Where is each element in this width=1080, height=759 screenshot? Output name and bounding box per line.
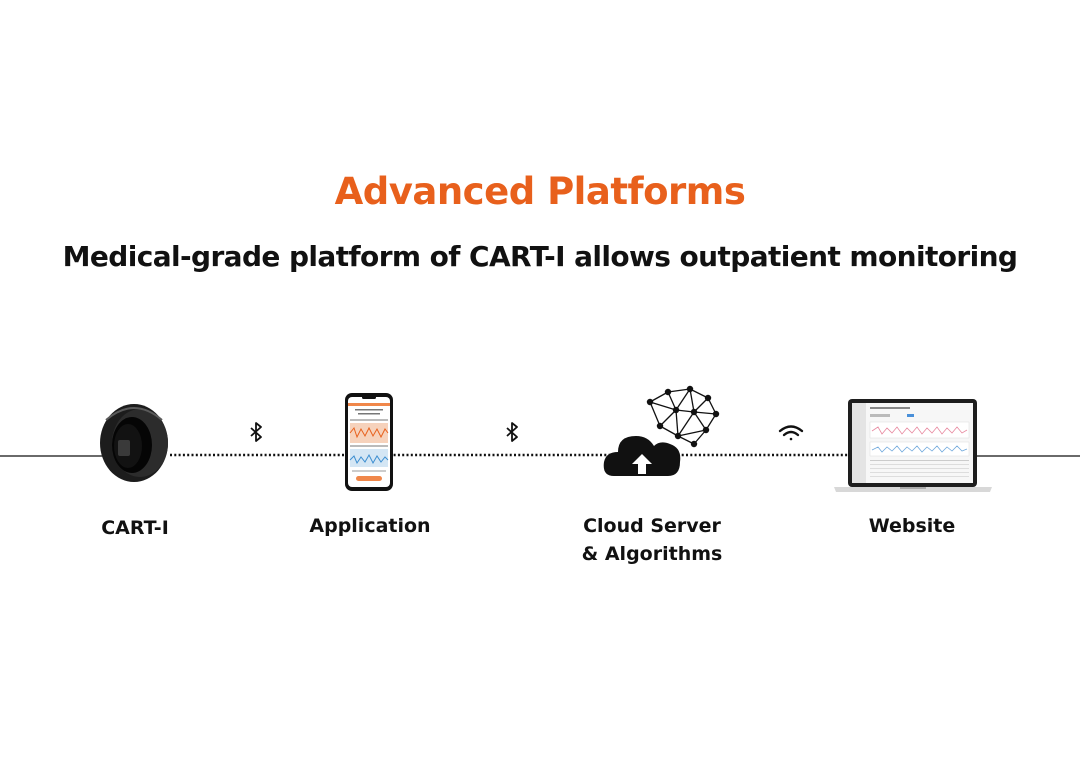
cloud-network-icon [603,385,720,476]
bluetooth-icon [506,422,518,442]
node-label-cloud-line1: Cloud Server [583,515,721,537]
bluetooth-icon [250,422,262,442]
node-label-application: Application [309,515,431,537]
node-label-cloud-line2: & Algorithms [581,543,723,565]
laptop-dashboard-icon [834,399,992,492]
wifi-icon [778,425,804,441]
node-label-website: Website [868,515,956,537]
node-label-cart-i: CART-I [101,517,169,539]
node-label-cloud-server: Cloud Server & Algorithms [552,512,752,568]
page-subtitle: Medical-grade platform of CART-I allows … [62,240,1018,273]
page-title: Advanced Platforms [334,170,746,213]
ring-device-icon [100,404,168,482]
smartphone-app-icon [345,393,393,491]
